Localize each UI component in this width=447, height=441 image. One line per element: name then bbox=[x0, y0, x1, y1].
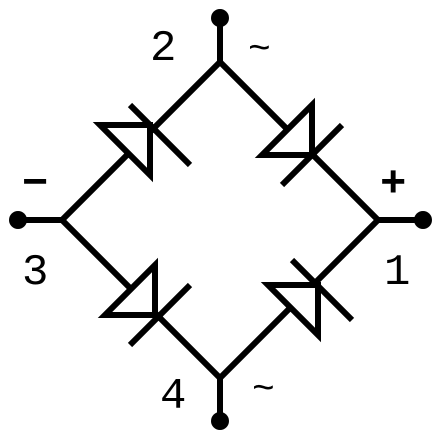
terminal-2-number: 2 bbox=[150, 24, 176, 74]
diode-lower-right-bar bbox=[289, 257, 355, 323]
terminal-labels: 2 ~ − 3 + 1 4 ~ bbox=[22, 24, 410, 422]
wires bbox=[18, 18, 423, 420]
terminal-dot-4 bbox=[211, 412, 229, 430]
diode-lower-left-triangle bbox=[97, 257, 158, 318]
terminal-dot-2 bbox=[211, 9, 229, 27]
diode-upper-left-bar bbox=[127, 102, 193, 168]
terminal-3-sign: − bbox=[22, 160, 48, 210]
terminal-1-sign: + bbox=[380, 160, 406, 210]
diode-lower-left bbox=[97, 257, 193, 348]
terminal-dot-3 bbox=[9, 211, 27, 229]
diode-lower-left-bar bbox=[127, 282, 193, 348]
terminal-dots bbox=[9, 9, 432, 430]
terminal-4-ac-symbol: ~ bbox=[252, 369, 275, 412]
terminal-4-number: 4 bbox=[160, 372, 186, 422]
terminal-2-ac-symbol: ~ bbox=[248, 29, 271, 72]
diode-upper-right bbox=[254, 97, 345, 188]
diode-upper-right-bar bbox=[279, 122, 345, 188]
terminal-dot-1 bbox=[414, 211, 432, 229]
diodes bbox=[92, 97, 355, 348]
diode-lower-right bbox=[260, 257, 355, 343]
diode-upper-left-triangle bbox=[92, 122, 153, 183]
terminal-1-number: 1 bbox=[384, 248, 410, 298]
terminal-3-number: 3 bbox=[22, 248, 48, 298]
diode-upper-left bbox=[92, 102, 193, 183]
diode-upper-right-triangle bbox=[254, 97, 315, 158]
diode-lower-right-triangle bbox=[260, 282, 321, 343]
